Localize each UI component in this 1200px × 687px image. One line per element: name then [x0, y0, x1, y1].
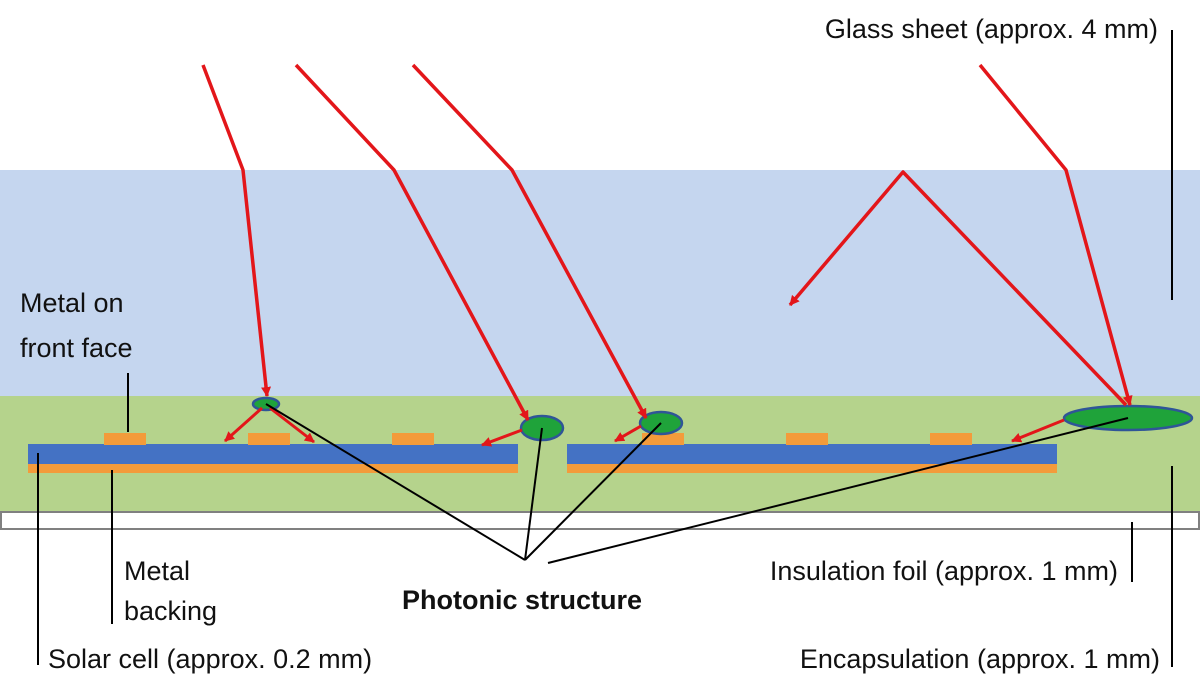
- solar-cell-label: Solar cell (approx. 0.2 mm): [48, 644, 372, 674]
- front-metal-contact: [104, 433, 146, 445]
- insulation-foil-layer: [0, 511, 1200, 530]
- scattered-ray-arrow: [481, 428, 523, 447]
- light-ray-arrow: [788, 170, 1128, 407]
- front-metal-contact: [248, 433, 290, 445]
- glass-sheet-layer: [0, 170, 1200, 396]
- front-metal-contact: [642, 433, 684, 445]
- insulation-foil-label: Insulation foil (approx. 1 mm): [770, 556, 1118, 586]
- front-metal-contact: [392, 433, 434, 445]
- scattered-ray-arrow: [224, 406, 263, 443]
- solar-cell: [28, 444, 518, 464]
- leader-line: [547, 417, 1129, 564]
- light-ray-arrow: [411, 63, 648, 419]
- scattered-ray-arrow: [614, 424, 642, 443]
- glass-sheet-label: Glass sheet (approx. 4 mm): [825, 14, 1158, 44]
- metal-backing-label: Metal: [124, 556, 190, 586]
- encapsulation-label: Encapsulation (approx. 1 mm): [800, 644, 1160, 674]
- metal-backing-strip: [567, 463, 1057, 473]
- scattered-ray-arrow: [269, 406, 315, 444]
- light-ray-arrow: [978, 63, 1133, 406]
- metal-front-face-label: front face: [20, 333, 133, 363]
- front-metal-contact: [930, 433, 972, 445]
- photonic-structure-label: Photonic structure: [402, 585, 642, 615]
- front-metal-contact: [786, 433, 828, 445]
- light-ray-arrow: [294, 63, 530, 421]
- metal-backing-label: backing: [124, 596, 217, 626]
- light-ray-arrow: [201, 64, 272, 397]
- metal-backing-strip: [28, 463, 518, 473]
- leader-line: [265, 403, 526, 561]
- leader-line: [524, 422, 662, 561]
- leader-line: [524, 427, 543, 561]
- solar-cell: [567, 444, 1057, 464]
- scattered-ray-arrow: [1011, 418, 1065, 443]
- metal-front-face-label: Metal on: [20, 288, 124, 318]
